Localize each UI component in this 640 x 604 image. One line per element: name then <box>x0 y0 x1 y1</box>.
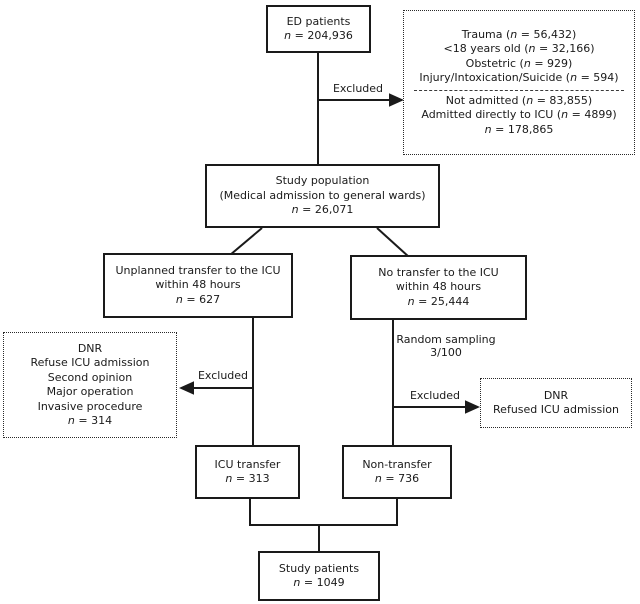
box-text-line: DNR <box>77 341 103 355</box>
box-count-line: n = 204,936 <box>284 29 353 42</box>
excluded-left-label: Excluded <box>197 369 249 382</box>
box-text-line: Injury/Intoxication/Suicide (n = 594) <box>419 71 619 85</box>
box-count-line: n = 627 <box>175 292 221 306</box>
non-transfer-box: Non-transfer n = 736 <box>342 445 452 499</box>
box-count-line: n = 736 <box>374 472 420 485</box>
box-text-line: Admitted directly to ICU (n = 4899) <box>421 108 617 122</box>
study-population-box: Study population (Medical admission to g… <box>205 164 440 228</box>
box-text-line: Second opinion <box>47 370 133 384</box>
box-count-line: n = 313 <box>225 472 270 485</box>
box-text-line: Refused ICU admission <box>493 403 619 416</box>
box-count-line: n = 26,071 <box>291 203 354 217</box>
connector-population-to-right <box>376 227 410 258</box>
box-count-line: n = 25,444 <box>407 294 470 308</box>
box-text-line: Trauma (n = 56,432) <box>461 27 577 41</box>
box-text-line: Unplanned transfer to the ICU <box>115 263 281 277</box>
random-sampling-label: Random sampling 3/100 <box>394 333 498 359</box>
box-text-line: No transfer to the ICU <box>378 265 499 279</box>
box-text-line: Not admitted (n = 83,855) <box>445 93 593 107</box>
box-text-line: Major operation <box>46 385 134 398</box>
unplanned-transfer-box: Unplanned transfer to the ICU within 48 … <box>103 253 293 318</box>
excluded-top-box: Trauma (n = 56,432) <18 years old (n = 3… <box>403 10 635 155</box>
box-text-line: within 48 hours <box>155 278 241 292</box>
study-patients-box: Study patients n = 1049 <box>258 551 380 601</box>
box-text-line: within 48 hours <box>395 280 482 294</box>
excluded-right-label: Excluded <box>409 389 461 402</box>
excluded-top-label: Excluded <box>332 82 384 95</box>
box-text-line: Obstetric (n = 929) <box>465 56 573 70</box>
random-sampling-line2: 3/100 <box>430 346 462 359</box>
box-text-line: <18 years old (n = 32,166) <box>443 42 595 56</box>
random-sampling-line1: Random sampling <box>396 333 496 346</box>
box-count-line: n = 178,865 <box>484 122 554 136</box>
connector-population-to-left <box>229 227 263 256</box>
box-text-line: ICU transfer <box>214 457 281 471</box>
excluded-right-box: DNR Refused ICU admission <box>480 378 632 428</box>
box-text-line: Non-transfer <box>362 457 432 471</box>
box-text-line: Study patients <box>278 561 360 575</box>
no-transfer-box: No transfer to the ICU within 48 hours n… <box>350 255 527 320</box>
box-text-line: Study population <box>275 174 370 188</box>
exclusion-divider <box>413 89 625 91</box>
arrowhead-excluded-right <box>465 400 480 414</box>
arrowhead-excluded-left <box>179 381 194 395</box>
ed-patients-box: ED patients n = 204,936 <box>266 5 371 53</box>
box-text-line: ED patients <box>286 14 351 28</box>
box-text-line: Invasive procedure <box>37 399 143 413</box>
excluded-left-box: DNR Refuse ICU admission Second opinion … <box>3 332 177 438</box>
box-count-line: n = 314 <box>67 414 113 427</box>
icu-transfer-box: ICU transfer n = 313 <box>195 445 300 499</box>
box-count-line: n = 1049 <box>293 576 345 589</box>
box-text-line: (Medical admission to general wards) <box>219 188 426 202</box>
box-text-line: Refuse ICU admission <box>30 356 150 369</box>
box-text-line: DNR <box>543 388 569 402</box>
arrowhead-excluded-top <box>389 93 404 107</box>
